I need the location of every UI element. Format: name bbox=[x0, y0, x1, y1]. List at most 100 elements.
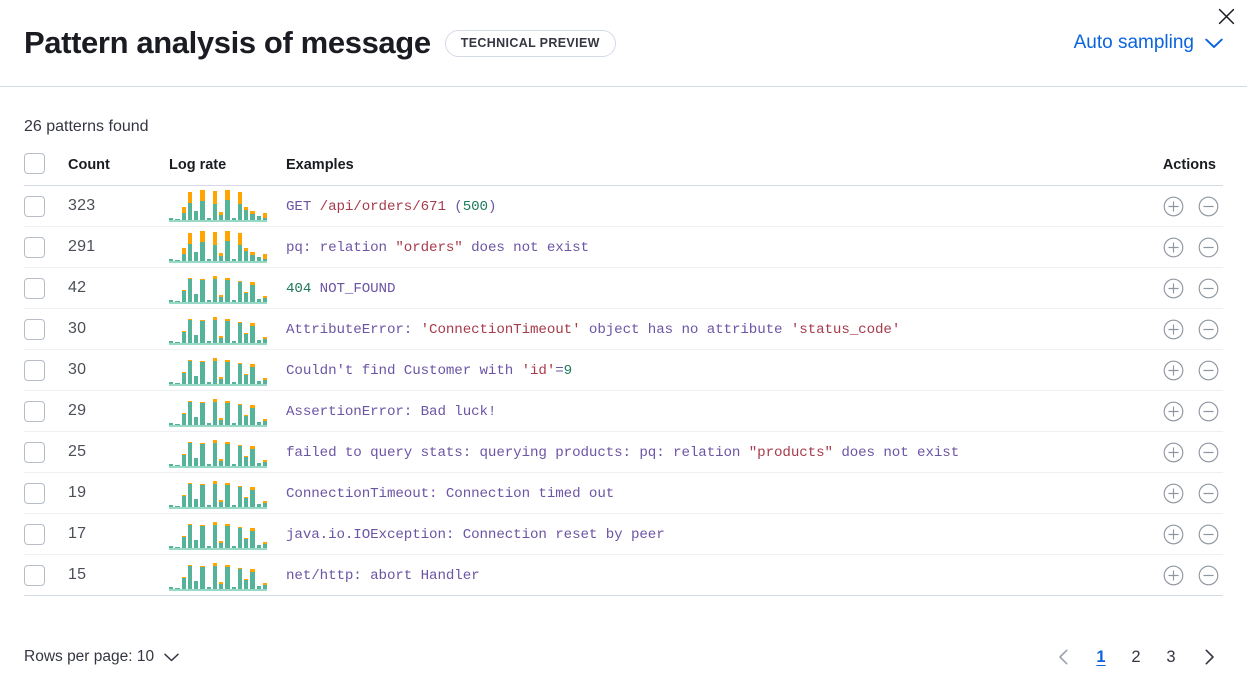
include-pattern-button[interactable] bbox=[1163, 237, 1184, 258]
row-checkbox[interactable] bbox=[24, 318, 45, 340]
sparkline-bar-segment-primary bbox=[206, 341, 211, 343]
include-pattern-button[interactable] bbox=[1163, 360, 1184, 381]
exclude-pattern-button[interactable] bbox=[1198, 565, 1219, 586]
sparkline-bar bbox=[212, 477, 217, 507]
sparkline-bar-segment-primary bbox=[169, 258, 174, 261]
sparkline-baseline bbox=[169, 261, 267, 263]
exclude-pattern-button[interactable] bbox=[1198, 524, 1219, 545]
table-header: Count Log rate Examples Actions bbox=[24, 153, 1223, 186]
row-checkbox[interactable] bbox=[24, 482, 45, 504]
sparkline-bar bbox=[200, 354, 205, 384]
exclude-pattern-button[interactable] bbox=[1198, 319, 1219, 340]
sparkline-bar-segment-primary bbox=[256, 256, 261, 261]
sparkline-bar-segment-secondary bbox=[225, 319, 230, 321]
sparkline-bar bbox=[244, 477, 249, 507]
sparkline-bar bbox=[262, 477, 267, 507]
sparkline-bar-segment-primary bbox=[187, 525, 192, 548]
sparkline-bar-segment-primary bbox=[225, 361, 230, 384]
sparkline-bar-segment-secondary bbox=[244, 291, 249, 293]
sparkline-bar bbox=[194, 395, 199, 425]
rows-per-page-select[interactable]: Rows per page: 10 bbox=[24, 648, 179, 666]
sparkline-bar-segment-primary bbox=[212, 483, 217, 507]
exclude-pattern-button[interactable] bbox=[1198, 278, 1219, 299]
exclude-pattern-button[interactable] bbox=[1198, 237, 1219, 258]
sparkline-bar-segment-primary bbox=[237, 282, 242, 302]
plus-in-circle-icon bbox=[1163, 442, 1184, 462]
include-pattern-button[interactable] bbox=[1163, 524, 1184, 545]
sparkline-bar bbox=[231, 313, 236, 343]
close-button[interactable] bbox=[1212, 2, 1240, 30]
pagination-page-2[interactable]: 2 bbox=[1124, 643, 1148, 671]
example-token: failed to query stats: querying products… bbox=[286, 445, 749, 461]
include-pattern-button[interactable] bbox=[1163, 401, 1184, 422]
sparkline-bar-segment-secondary bbox=[250, 363, 255, 367]
include-pattern-button[interactable] bbox=[1163, 483, 1184, 504]
include-pattern-button[interactable] bbox=[1163, 565, 1184, 586]
row-checkbox[interactable] bbox=[24, 523, 45, 545]
sparkline-bar-segment-primary bbox=[262, 543, 267, 548]
include-pattern-button[interactable] bbox=[1163, 196, 1184, 217]
include-pattern-button[interactable] bbox=[1163, 442, 1184, 463]
sparkline-baseline bbox=[169, 507, 267, 509]
sparkline-bar bbox=[231, 518, 236, 548]
sparkline-baseline bbox=[169, 589, 267, 591]
sparkline-bar-segment-primary bbox=[219, 542, 224, 548]
include-pattern-button[interactable] bbox=[1163, 319, 1184, 340]
sparkline-bar-segment-primary bbox=[187, 443, 192, 466]
sparkline-bar bbox=[250, 436, 255, 466]
row-checkbox[interactable] bbox=[24, 195, 45, 217]
example-token: object has no attribute bbox=[580, 322, 791, 338]
sparkline-bar-segment-primary bbox=[187, 320, 192, 343]
sparkline-bar bbox=[262, 313, 267, 343]
example-text: AttributeError: 'ConnectionTimeout' obje… bbox=[286, 322, 900, 338]
row-checkbox[interactable] bbox=[24, 359, 45, 381]
row-checkbox[interactable] bbox=[24, 277, 45, 299]
row-checkbox[interactable] bbox=[24, 441, 45, 463]
sparkline-bar-segment-primary bbox=[200, 362, 205, 384]
example-cell: 404 NOT_FOUND bbox=[286, 267, 1113, 309]
select-all-checkbox[interactable] bbox=[24, 153, 45, 174]
auto-sampling-select[interactable]: Auto sampling bbox=[1074, 32, 1223, 54]
exclude-pattern-button[interactable] bbox=[1198, 442, 1219, 463]
sparkline-bar bbox=[237, 436, 242, 466]
th-count[interactable]: Count bbox=[68, 153, 169, 186]
example-token: 9 bbox=[563, 363, 573, 379]
th-examples[interactable]: Examples bbox=[286, 153, 1113, 186]
exclude-pattern-button[interactable] bbox=[1198, 196, 1219, 217]
sparkline-baseline bbox=[169, 466, 267, 468]
sparkline-bar-segment-secondary bbox=[244, 537, 249, 539]
row-checkbox[interactable] bbox=[24, 400, 45, 422]
sparkline-bar bbox=[225, 313, 230, 343]
exclude-pattern-button[interactable] bbox=[1198, 483, 1219, 504]
exclude-pattern-button[interactable] bbox=[1198, 360, 1219, 381]
sparkline-bar-segment-secondary bbox=[244, 496, 249, 498]
example-text: failed to query stats: querying products… bbox=[286, 445, 959, 461]
pagination-page-1[interactable]: 1 bbox=[1089, 643, 1113, 671]
pagination-next-button[interactable] bbox=[1195, 643, 1223, 671]
sparkline-bar bbox=[181, 190, 186, 220]
pagination-page-3[interactable]: 3 bbox=[1159, 643, 1183, 671]
row-checkbox[interactable] bbox=[24, 564, 45, 586]
th-actions: Actions bbox=[1113, 153, 1223, 186]
sparkline-bar-segment-primary bbox=[200, 242, 205, 261]
exclude-pattern-button[interactable] bbox=[1198, 401, 1219, 422]
row-checkbox[interactable] bbox=[24, 236, 45, 258]
pagination-prev-button[interactable] bbox=[1049, 643, 1077, 671]
auto-sampling-label: Auto sampling bbox=[1073, 32, 1194, 53]
example-token: 'status_code' bbox=[790, 322, 901, 338]
minus-in-circle-icon bbox=[1198, 319, 1219, 339]
include-pattern-button[interactable] bbox=[1163, 278, 1184, 299]
sparkline-bar-segment-primary bbox=[262, 461, 267, 466]
th-log-rate[interactable]: Log rate bbox=[169, 153, 286, 186]
sparkline-bar-segment-primary bbox=[212, 278, 217, 302]
